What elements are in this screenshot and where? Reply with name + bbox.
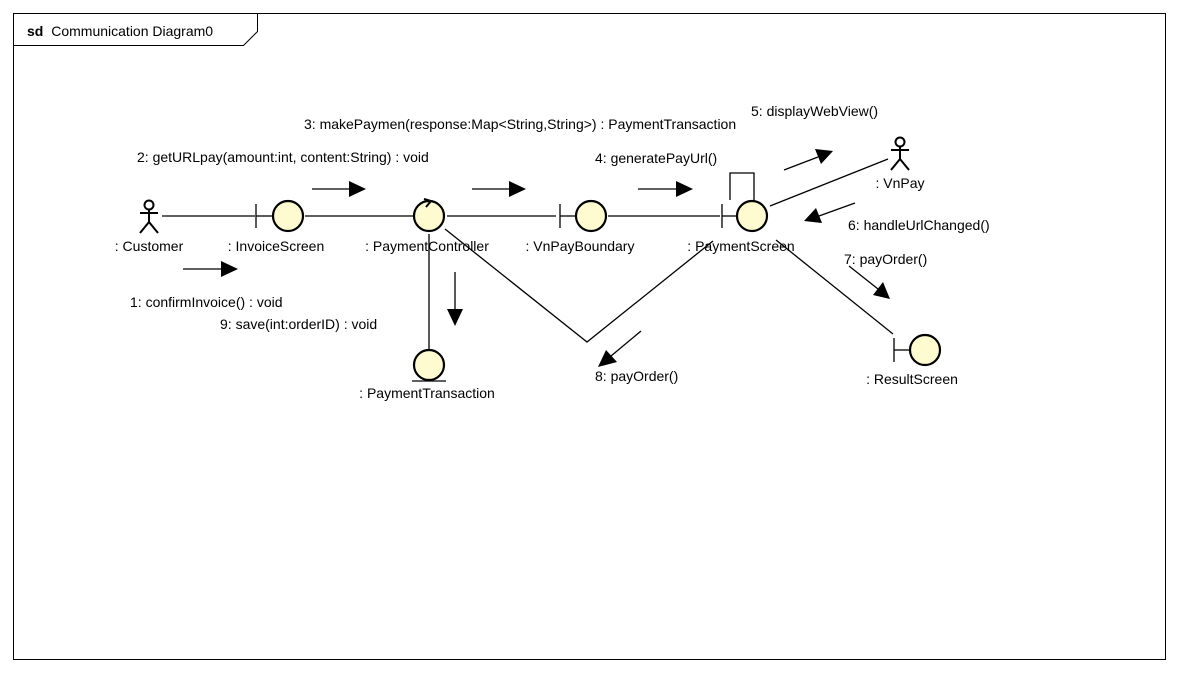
filled-triangle-arrow-icon [183,261,238,277]
frame-name: Communication Diagram0 [51,23,213,39]
frame-name-tab [13,13,258,46]
result-screen-label: : ResultScreen [866,371,958,387]
filled-triangle-arrow-icon [804,202,856,223]
filled-triangle-arrow-icon [783,149,833,171]
links [162,158,894,350]
boundary-icon [255,199,305,233]
link-controller-paymentscreen [444,228,714,343]
diagram-frame [13,13,1166,660]
lifeline-invoice-screen[interactable]: : InvoiceScreen [228,199,325,254]
entity-icon [412,348,446,382]
filled-triangle-arrow-icon [447,272,463,326]
stick-figure-icon [890,136,910,171]
message-1-label: 1: confirmInvoice() : void [130,294,283,310]
boundary-icon [721,199,769,233]
vnpay-boundary-label: : VnPayBoundary [526,238,635,254]
payment-controller-label: : PaymentController [365,238,489,254]
control-icon [412,198,446,233]
stick-figure-icon [139,199,159,234]
vnpay-label: : VnPay [875,175,924,191]
lifeline-customer[interactable]: : Customer [115,199,184,255]
message-arrows [183,149,890,367]
message-2-label: 2: getURLpay(amount:int, content:String)… [137,149,429,165]
message-8-label: 8: payOrder() [595,368,678,384]
boundary-icon [893,333,942,367]
filled-triangle-arrow-icon [312,181,366,197]
filled-triangle-arrow-icon [848,265,890,299]
link-paymentscreen-resultscreen [775,239,894,335]
invoice-screen-label: : InvoiceScreen [228,238,325,254]
frame-title: sd Communication Diagram0 [27,23,213,39]
boundary-icon [559,199,608,233]
filled-triangle-arrow-icon [598,330,642,367]
filled-triangle-arrow-icon [638,181,693,197]
payment-screen-label: : PaymentScreen [687,238,794,254]
message-6-label: 6: handleUrlChanged() [848,217,990,233]
lifeline-payment-transaction[interactable]: : PaymentTransaction [359,348,495,401]
link-paymentscreen-vnpay [769,158,889,207]
message-7-label: 7: payOrder() [844,251,927,267]
lifeline-payment-controller[interactable]: : PaymentController [365,198,489,254]
payment-transaction-label: : PaymentTransaction [359,385,495,401]
lifeline-vnpay[interactable]: : VnPay [875,136,925,192]
lifeline-payment-screen[interactable]: : PaymentScreen [687,199,795,254]
message-labels: 1: confirmInvoice() : void 2: getURLpay(… [130,103,990,384]
lifeline-vnpay-boundary[interactable]: : VnPayBoundary [526,199,635,254]
link-paymentscreen-self [729,172,755,200]
lifeline-result-screen[interactable]: : ResultScreen [866,333,958,387]
message-9-label: 9: save(int:orderID) : void [220,316,377,332]
message-3-label: 3: makePaymen(response:Map<String,String… [304,116,736,132]
filled-triangle-arrow-icon [472,181,526,197]
message-5-label: 5: displayWebView() [751,103,878,119]
message-4-label: 4: generatePayUrl() [595,150,717,166]
frame-keyword: sd [27,23,43,39]
customer-label: : Customer [115,238,184,254]
